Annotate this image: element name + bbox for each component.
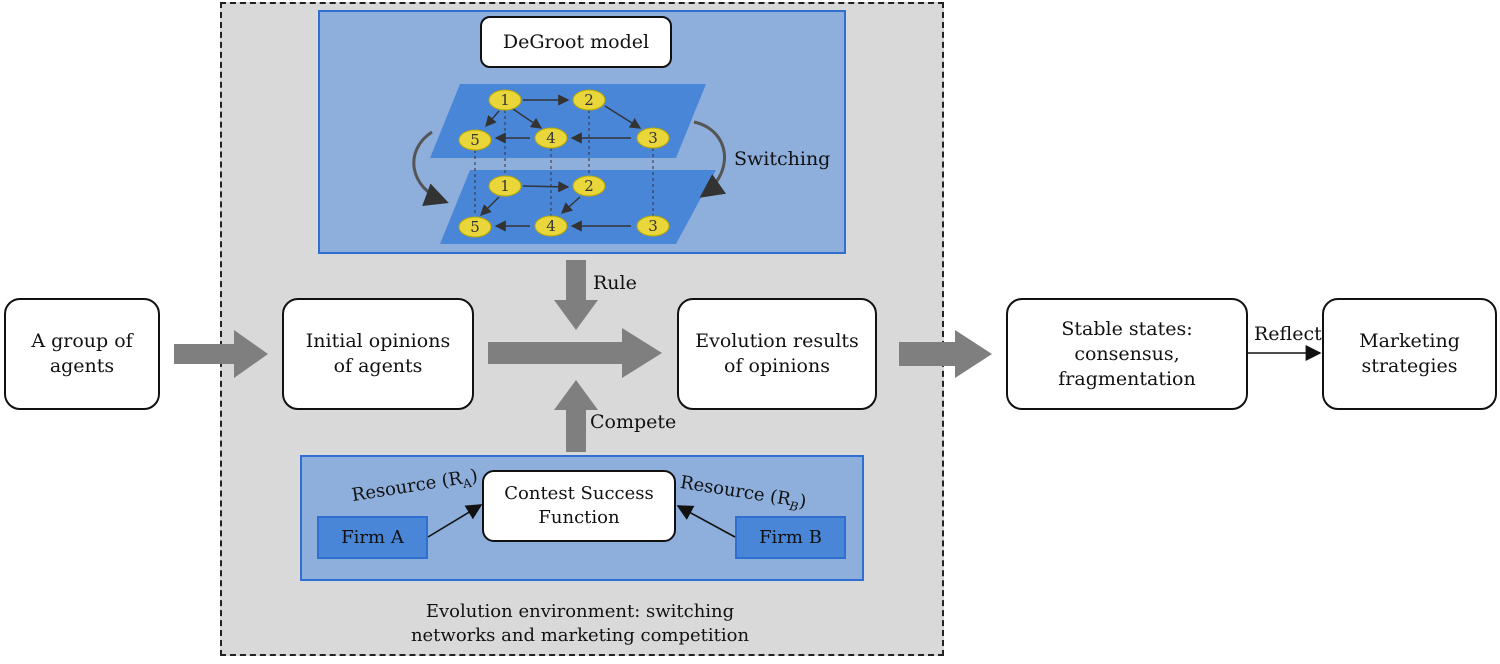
initial-opinions-box: Initial opinions of agents	[282, 298, 474, 410]
reflect-label: Reflect	[1254, 323, 1322, 345]
node-label: 1	[500, 177, 510, 195]
node-label: 4	[546, 129, 556, 147]
rule-label: Rule	[593, 272, 637, 294]
node-label: 5	[470, 218, 480, 236]
evolution-results-box: Evolution results of opinions	[677, 298, 877, 410]
environment-caption: Evolution environment: switching network…	[410, 601, 750, 646]
node-label: 5	[470, 131, 480, 149]
marketing-strategies-box: Marketing strategies	[1322, 298, 1497, 410]
node-label: 4	[546, 217, 556, 235]
node-label: 2	[584, 177, 594, 195]
contest-success-function-box: Contest Success Function	[482, 470, 676, 542]
group-of-agents-box: A group of agents	[4, 298, 160, 410]
nodes-top-layer	[458, 89, 670, 151]
stable-states-box: Stable states: consensus, fragmentation	[1006, 298, 1248, 410]
node-label: 3	[648, 129, 658, 147]
node-label: 3	[648, 217, 658, 235]
arrow-initial-to-evolution	[488, 328, 662, 378]
node-label: 1	[500, 91, 510, 109]
degroot-network-diagram: 1 2 3 4 5 1 2 3 4 5 Switching	[412, 84, 830, 244]
firm-b-box: Firm B	[735, 516, 846, 559]
node-label: 2	[584, 91, 594, 109]
degroot-title: DeGroot model	[480, 16, 672, 68]
switching-label: Switching	[734, 148, 830, 170]
nodes-bottom-layer	[458, 175, 670, 238]
arrow-rule	[554, 260, 598, 330]
firm-a-box: Firm A	[317, 516, 428, 559]
arrow-evolution-to-stable	[899, 330, 992, 378]
arrow-compete	[554, 380, 598, 452]
compete-label: Compete	[590, 411, 677, 433]
arrow-group-to-initial	[174, 330, 268, 378]
